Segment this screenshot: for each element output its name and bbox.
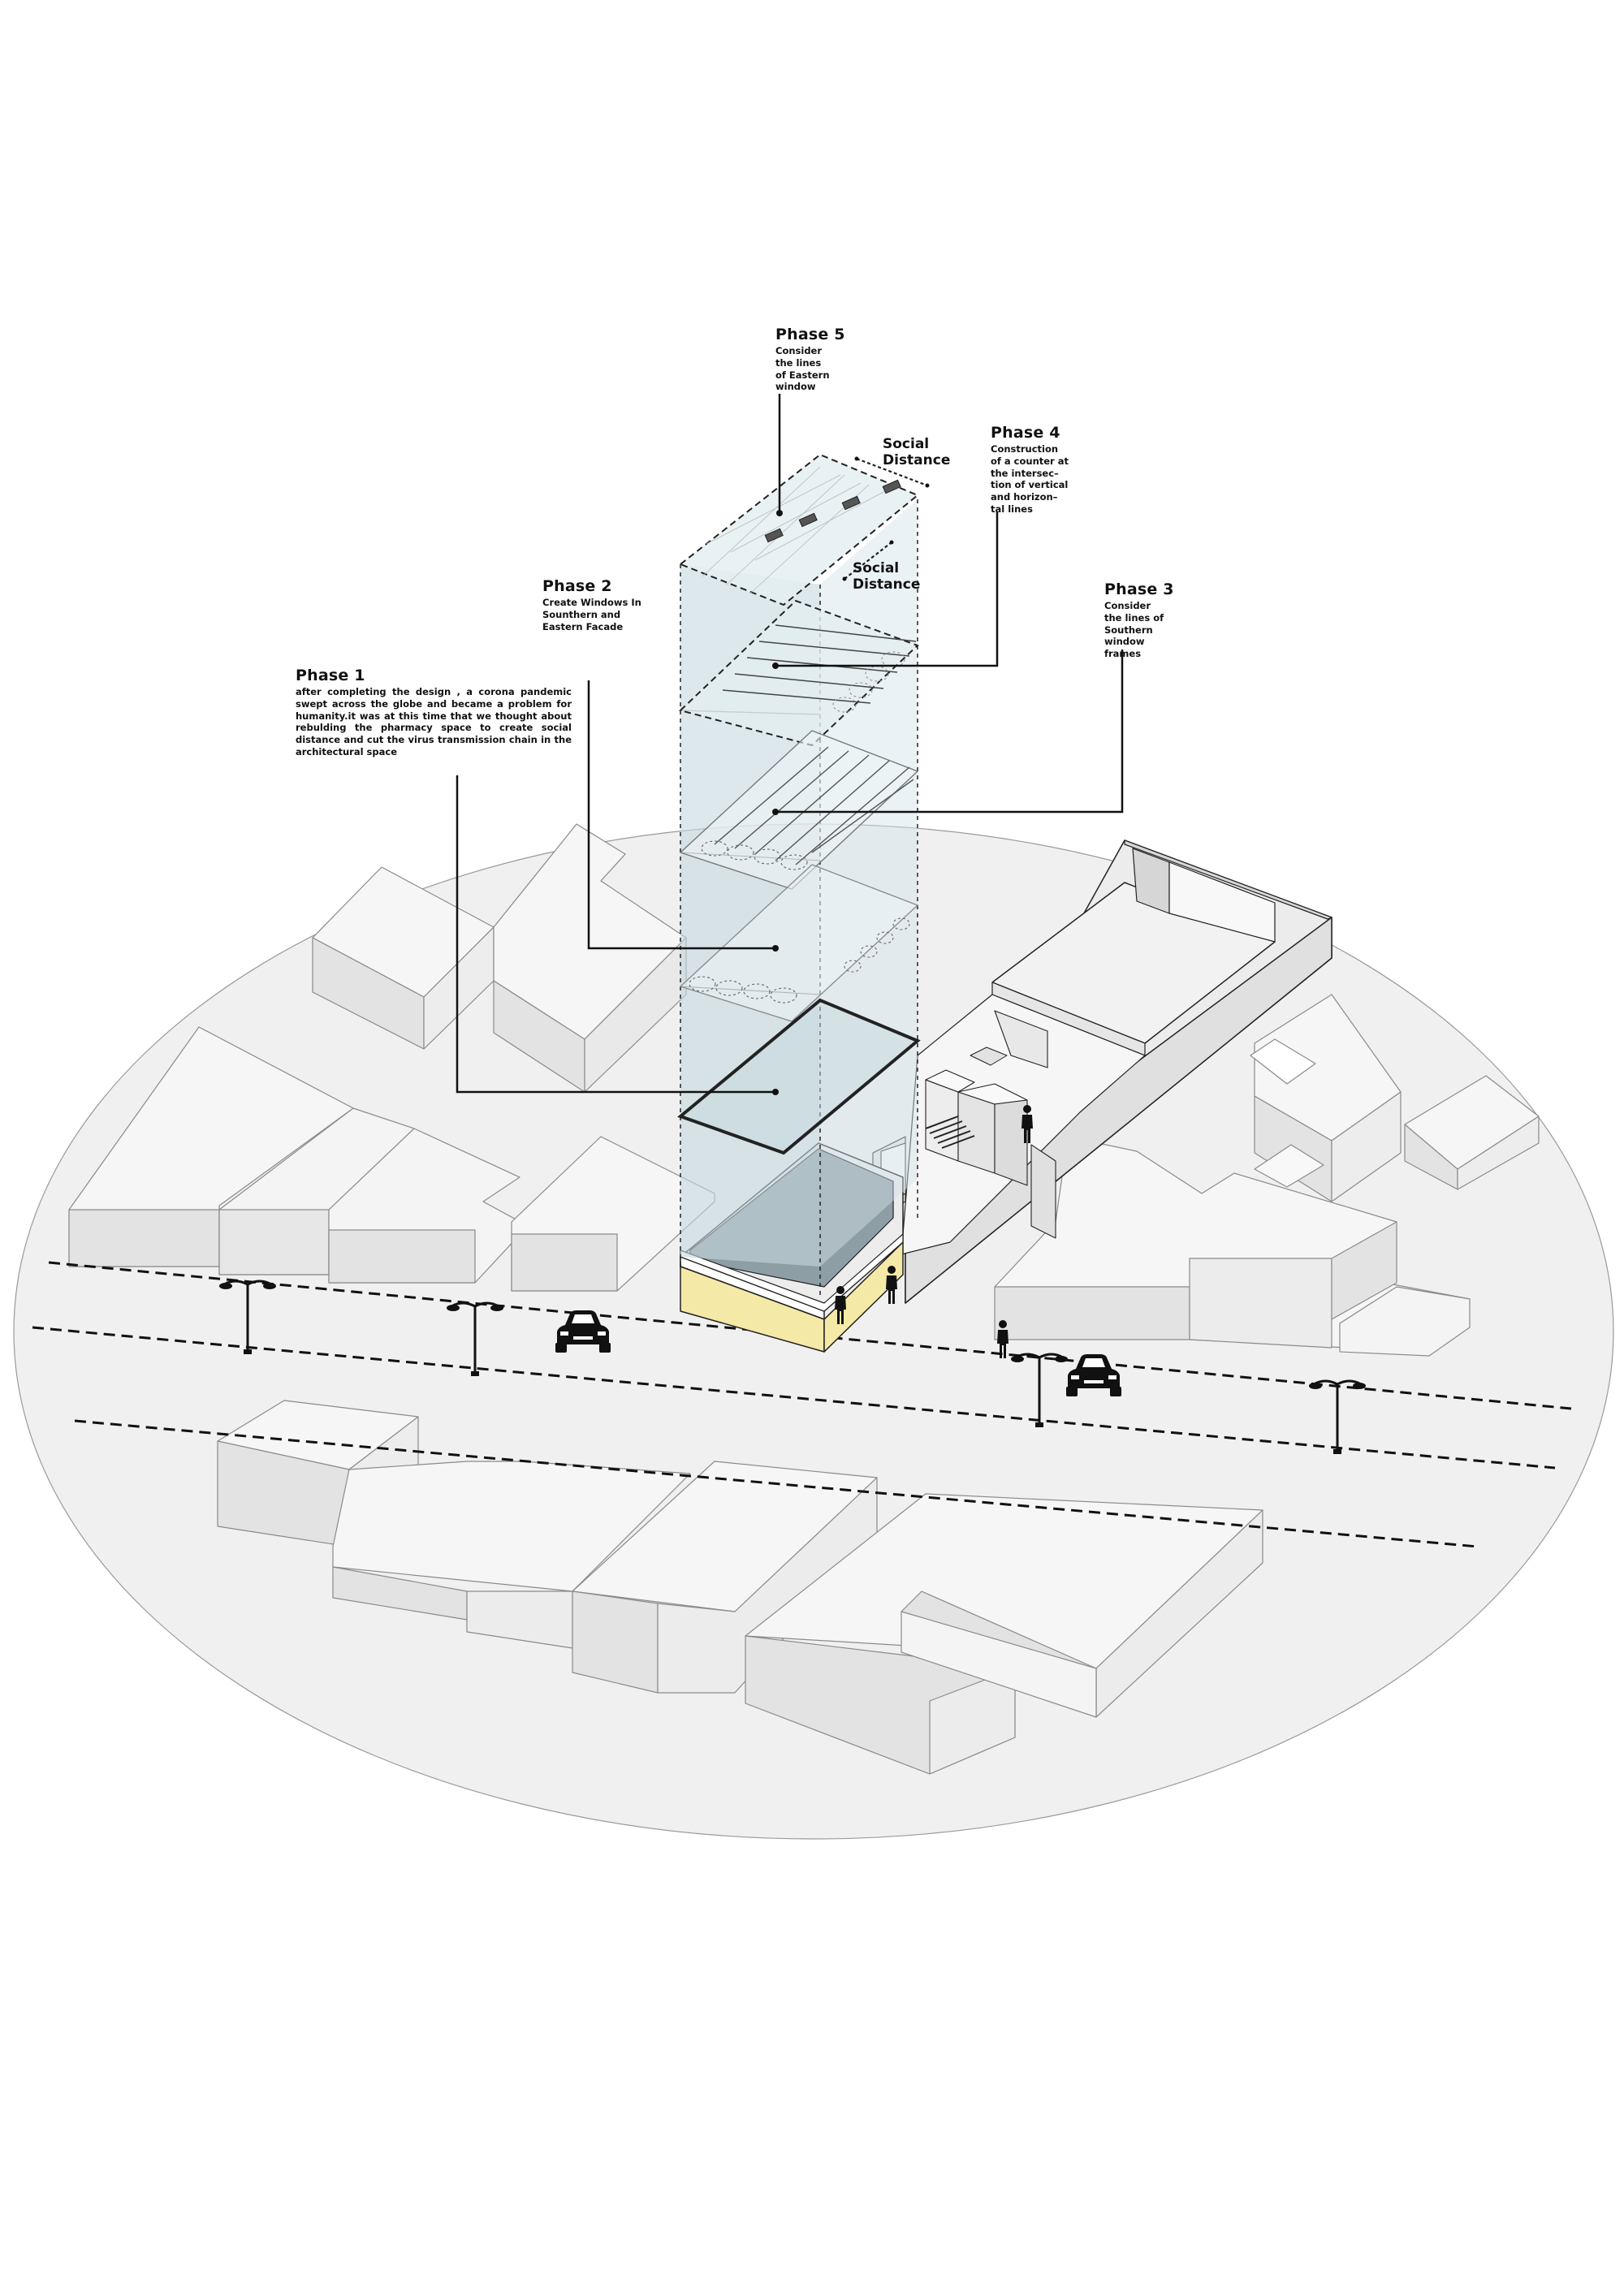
social-distance-label: Social Distance [883,436,951,469]
phase-title: Phase 3 [1104,580,1174,598]
context-buildings-east [994,994,1540,1357]
phase-2-plate [679,864,919,1022]
phase-description: Consider the lines of Southern window fr… [1104,600,1164,660]
phase-title: Phase 1 [296,667,365,684]
phase-4-plate [679,599,919,747]
phase-4-label: Phase 4 Construction of a counter at the… [991,424,1121,516]
phase-description: Create Windows In Sounthern and Eastern … [542,597,641,632]
phase-1-plate [677,998,921,1155]
phase-title: Phase 4 [991,424,1060,442]
phase-title: Phase 5 [775,326,845,343]
context-buildings-south [217,1400,1263,1775]
phase-description: after completing the design , a corona p… [296,686,572,757]
phase-2-label: Phase 2 Create Windows In Sounthern and … [542,577,705,632]
social-distance-label: Social Distance [853,560,921,593]
context-buildings-north [68,823,715,1292]
leader-lines [456,394,1124,1094]
phase-3-label: Phase 3 Consider the lines of Southern w… [1104,580,1218,660]
social-distance-dimensions [844,457,928,580]
phase-title: Phase 2 [542,577,612,595]
phase-5-plate [679,453,919,606]
phase-description: Construction of a counter at the interse… [991,443,1069,515]
phase-5-label: Phase 5 Consider the lines of Eastern wi… [775,326,889,393]
phase-1-label: Phase 1 after completing the design , a … [296,667,572,758]
phase-3-plate [679,730,919,890]
phase-description: Consider the lines of Eastern window [775,345,830,393]
